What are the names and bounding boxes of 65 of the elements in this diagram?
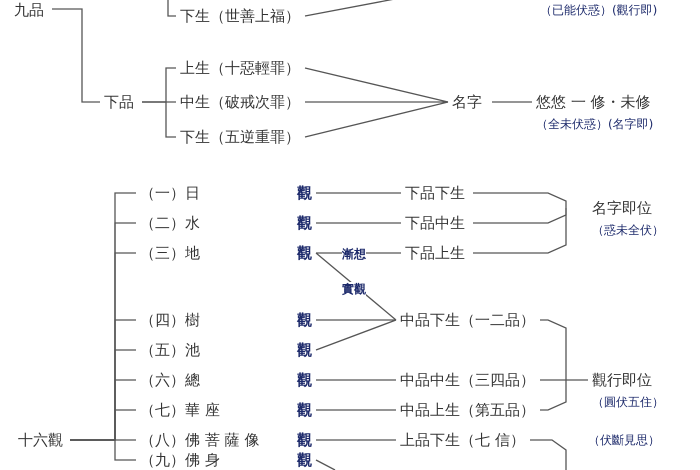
node-label: 上品下生（七 信） (400, 430, 526, 450)
node-label: 中品上生（第五品） (400, 400, 536, 420)
node-label: 下品上生 (405, 243, 469, 263)
node-label: 中品下生（一二品） (400, 310, 536, 330)
connector-line (473, 208, 567, 254)
node-label: 觀行即位 (592, 370, 652, 390)
connector-line (316, 319, 396, 351)
node-label: （六）總 (140, 370, 200, 390)
node-label: 下生（世善上福） (180, 6, 301, 26)
connector-line (70, 439, 136, 461)
node-label: 九品 (14, 0, 50, 18)
note-text: （惑未全伏） (592, 222, 664, 238)
connector-line (316, 459, 336, 470)
connector-line (540, 319, 567, 380)
node-label: （三）地 (140, 243, 200, 263)
node-label: 下品 (104, 92, 140, 112)
node-label: 上生（十惡輕罪） (180, 58, 301, 78)
node-label: （二）水 (140, 213, 200, 233)
view-label: 觀 (297, 370, 312, 390)
connector-line (540, 380, 567, 411)
connector-line (52, 8, 100, 103)
connector-line (304, 101, 448, 138)
node-label: 中品中生（三四品） (400, 370, 536, 390)
view-label: 觀 (297, 450, 312, 470)
node-label: （七）華 座 (140, 400, 220, 420)
connector-line (540, 379, 588, 381)
node-label: （九）佛 身 (140, 450, 220, 470)
connector-line (316, 192, 401, 194)
connector-line (167, 0, 176, 17)
connector-line (316, 409, 396, 411)
connector-line (492, 101, 532, 103)
view-label: 觀 (297, 310, 312, 330)
note-text: （已能伏惑）(觀行即) (540, 2, 658, 18)
view-label: 觀 (297, 400, 312, 420)
connector-line (530, 439, 567, 470)
connector-line (305, 101, 448, 103)
node-label: （五）池 (140, 340, 200, 360)
node-label: 名字 (452, 92, 488, 112)
node-label: 下品下生 (405, 183, 469, 203)
edge-label: 實觀 (342, 282, 366, 296)
node-label: 下品中生 (405, 213, 469, 233)
view-label: 觀 (297, 430, 312, 450)
node-label: 下生（五逆重罪） (180, 127, 301, 147)
node-label: 中生（破戒次罪） (180, 92, 301, 112)
view-label: 觀 (297, 243, 312, 263)
node-label: （八）佛 菩 薩 像 (140, 430, 260, 450)
node-label: 十六觀 (18, 430, 68, 450)
connector-line (473, 192, 567, 208)
note-text: （伏斷見思） (588, 432, 660, 448)
connector-line (304, 67, 448, 103)
connector-line (316, 439, 396, 441)
node-label: （一）日 (140, 183, 200, 203)
node-label: 悠悠 一 修・未修 (536, 92, 651, 112)
edge-label: 漸想 (342, 247, 366, 261)
view-label: 觀 (297, 183, 312, 203)
note-text: （全未伏惑）(名字即) (536, 116, 654, 132)
connector-line (316, 319, 396, 321)
note-text: （圓伏五住） (592, 394, 664, 410)
view-label: 觀 (297, 213, 312, 233)
connector-line (316, 222, 401, 224)
node-label: （四）樹 (140, 310, 200, 330)
connector-line (142, 101, 176, 138)
view-label: 觀 (297, 340, 312, 360)
connector-line (316, 379, 396, 381)
node-label: 名字即位 (592, 198, 652, 218)
